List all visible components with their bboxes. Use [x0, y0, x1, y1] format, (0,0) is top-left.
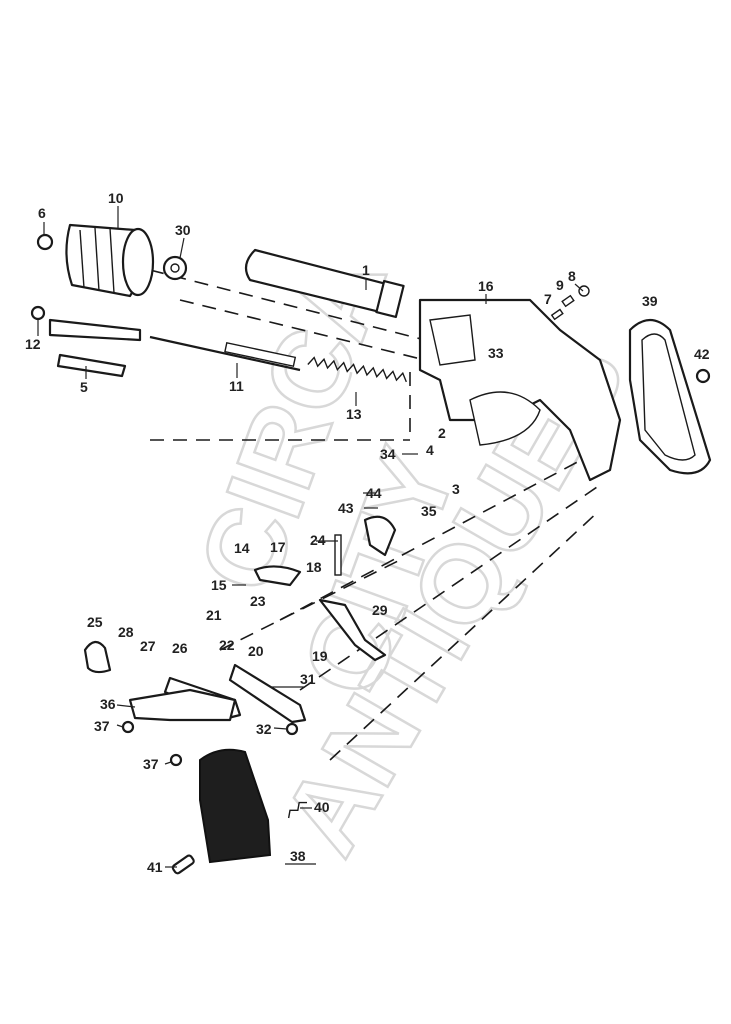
- part-labels: 6 10 30 1 16 8 9 7 39 42 33 12 5 11 13 2…: [25, 190, 710, 875]
- part-13-spring: [307, 356, 407, 383]
- part-8-shape: [578, 285, 590, 297]
- label-part-27: 27: [140, 638, 156, 654]
- part-37b-shape: [169, 753, 183, 767]
- part-5-shape: [48, 318, 142, 342]
- label-part-8: 8: [568, 268, 576, 284]
- part-38-grip-panel: [199, 748, 272, 864]
- label-part-39: 39: [642, 293, 658, 309]
- label-part-17: 17: [270, 539, 286, 555]
- label-part-9: 9: [556, 277, 564, 293]
- label-part-4: 4: [426, 442, 434, 458]
- label-part-26: 26: [172, 640, 188, 656]
- label-part-1: 1: [362, 262, 370, 278]
- part-6-shape: [36, 233, 54, 251]
- part-11-sleeve: [224, 342, 297, 368]
- label-part-21: 21: [206, 607, 222, 623]
- label-part-13: 13: [346, 406, 362, 422]
- part-12-shape: [30, 305, 46, 321]
- label-part-20: 20: [248, 643, 264, 659]
- part-11-rod: [149, 335, 301, 372]
- label-part-43: 43: [338, 500, 354, 516]
- label-part-44: 44: [366, 485, 382, 501]
- part-37a-shape: [121, 720, 135, 734]
- part-36-shape: [128, 688, 237, 722]
- label-part-38: 38: [290, 848, 306, 864]
- label-part-18: 18: [306, 559, 322, 575]
- label-part-2: 2: [438, 425, 446, 441]
- part-25-shape: [83, 640, 112, 674]
- part-31-shape: [228, 663, 307, 724]
- label-part-6: 6: [38, 205, 46, 221]
- label-part-32: 32: [256, 721, 272, 737]
- label-part-37b: 37: [143, 756, 159, 772]
- label-part-5: 5: [80, 379, 88, 395]
- part-32-shape: [285, 722, 299, 736]
- label-part-29: 29: [372, 602, 388, 618]
- label-part-35: 35: [421, 503, 437, 519]
- label-part-40: 40: [314, 799, 330, 815]
- label-part-14: 14: [234, 540, 250, 556]
- part-30-extractor: [162, 255, 188, 281]
- part-43-hammer: [363, 515, 397, 557]
- label-part-3: 3: [452, 481, 460, 497]
- label-part-12: 12: [25, 336, 41, 352]
- label-part-16: 16: [478, 278, 494, 294]
- part-5b-shape: [56, 353, 127, 378]
- part-40-spring: [287, 801, 308, 819]
- leader-lines: [37, 206, 584, 868]
- label-part-30: 30: [175, 222, 191, 238]
- label-part-42: 42: [694, 346, 710, 362]
- label-part-7: 7: [544, 291, 552, 307]
- label-part-28: 28: [118, 624, 134, 640]
- part-41-screw: [171, 854, 195, 875]
- label-part-25: 25: [87, 614, 103, 630]
- part-10-cylinder: [65, 223, 155, 298]
- label-part-24: 24: [310, 532, 326, 548]
- label-part-15: 15: [211, 577, 227, 593]
- label-part-31: 31: [300, 671, 316, 687]
- part-39-grip-frame: [628, 318, 712, 475]
- part-29-shape: [318, 598, 387, 662]
- part-24-shape: [334, 534, 342, 576]
- label-part-37a: 37: [94, 718, 110, 734]
- label-part-33: 33: [488, 345, 504, 361]
- part-1-barrel: [244, 248, 405, 319]
- part-17-shape: [253, 565, 302, 587]
- part-9-shape: [561, 294, 575, 308]
- label-part-23: 23: [250, 593, 266, 609]
- part-7-shape: [550, 308, 564, 321]
- assembly-lines: [149, 269, 601, 761]
- label-part-34: 34: [380, 446, 396, 462]
- part-42-shape: [695, 368, 711, 384]
- label-part-36: 36: [100, 696, 116, 712]
- label-part-11: 11: [229, 378, 244, 394]
- label-part-10: 10: [108, 190, 124, 206]
- part-16-frame: [418, 298, 622, 482]
- label-part-19: 19: [312, 648, 328, 664]
- label-part-22: 22: [219, 637, 235, 653]
- label-part-41: 41: [147, 859, 163, 875]
